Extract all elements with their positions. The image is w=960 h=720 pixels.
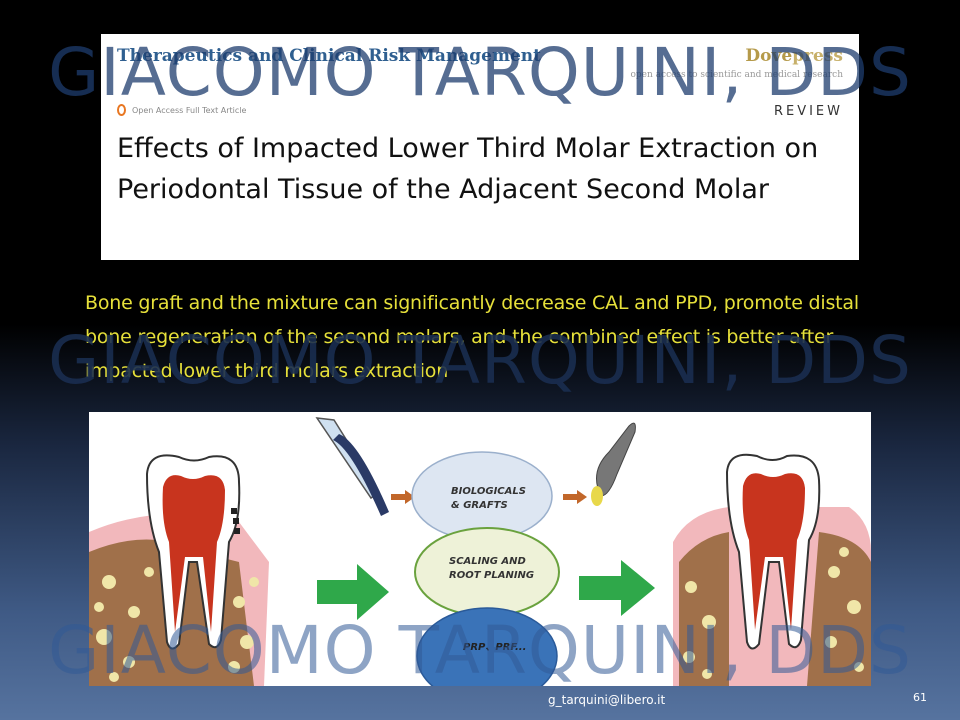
tooth-after [673,453,871,686]
page-number: 61 [913,691,927,704]
article-type: REVIEW [773,104,843,119]
label-scaling-1: SCALING AND [449,556,526,567]
small-arrow-left [391,490,415,504]
arrow-left [317,564,389,620]
journal-name: Therapeutics and Clinical Risk Managemen… [117,46,541,66]
label-scaling-2: ROOT PLANING [449,570,534,581]
treatment-diagram: BIOLOGICALS & GRAFTS SCALING AND ROOT PL… [89,412,871,686]
label-biologicals-1: BIOLOGICALS [451,486,526,497]
article-header: Therapeutics and Clinical Risk Managemen… [101,34,859,260]
publisher-tagline: open access to scientific and medical re… [630,70,844,80]
pulp-left [162,475,225,632]
slide-caption: Bone graft and the mixture can significa… [85,292,859,382]
article-title: Effects of Impacted Lower Third Molar Ex… [117,133,819,205]
bone-right-mesial [679,532,729,686]
curette-icon [315,417,389,516]
label-prp: PRP、PRF... [463,642,526,653]
diagram-svg: BIOLOGICALS & GRAFTS SCALING AND ROOT PL… [89,417,871,686]
arrow-right [579,560,655,616]
publisher-logo: Dovepress [745,46,843,66]
footer-email: g_tarquini@libero.it [548,693,666,707]
open-access-icon [117,104,126,116]
label-biologicals-2: & GRAFTS [451,500,508,511]
small-arrow-right [563,490,587,504]
open-access-row: Open Access Full Text Article [117,104,246,116]
pulp-right [742,473,805,630]
open-access-label: Open Access Full Text Article [132,105,247,115]
tooth-before [89,454,269,686]
publisher-accent: press [792,46,843,66]
bone-right-distal [807,532,871,686]
syringe-icon [591,422,636,506]
calculus-left [231,508,240,534]
bone-speckles-left [94,567,259,682]
circle-prp [416,607,558,686]
publisher-main: Dove [745,46,793,66]
bone-speckles-right [683,547,864,679]
